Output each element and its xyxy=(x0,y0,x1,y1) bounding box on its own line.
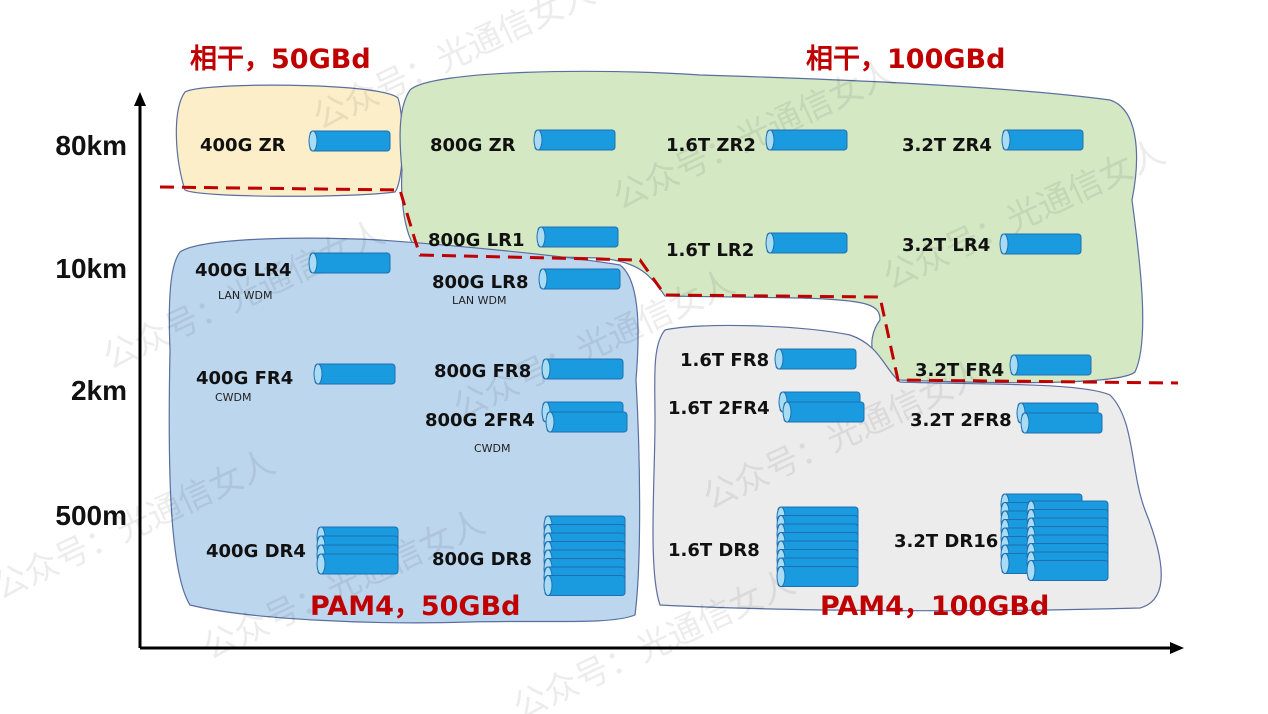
module-3-2t-2fr8: 3.2T 2FR8 xyxy=(910,402,1103,434)
fiber-cylinder-icon xyxy=(765,129,848,151)
module-sublabel: CWDM xyxy=(474,442,511,455)
module-3-2t-zr4: 3.2T ZR4 xyxy=(902,129,1084,156)
module-1-6t-dr8: 1.6T DR8 xyxy=(668,506,859,587)
fiber-cylinder-icon xyxy=(1020,412,1103,434)
module-label: 3.2T 2FR8 xyxy=(910,410,1012,431)
module-label: 1.6T LR2 xyxy=(666,240,754,261)
title-pam4-50gbd: PAM4，50GBd xyxy=(310,591,521,622)
y-tick-10km: 10km xyxy=(55,253,127,284)
y-tick-500m: 500m xyxy=(55,500,127,531)
module-800g-dr8: 800G DR8 xyxy=(432,515,626,596)
y-tick-2km: 2km xyxy=(71,375,127,406)
title-coherent-100gbd: 相干，100GBd xyxy=(806,44,1005,75)
module-400g-dr4: 400G DR4 xyxy=(206,526,399,575)
module-label: 3.2T FR4 xyxy=(915,360,1004,381)
title-coherent-50gbd: 相干，50GBd xyxy=(190,44,371,75)
module-1-6t-2fr4: 1.6T 2FR4 xyxy=(668,391,865,423)
module-sublabel: LAN WDM xyxy=(218,289,272,302)
module-label: 3.2T DR16 xyxy=(894,531,998,552)
module-sublabel: LAN WDM xyxy=(452,294,506,307)
module-label: 1.6T ZR2 xyxy=(666,135,756,156)
fiber-cylinder-icon xyxy=(543,575,626,596)
module-label: 1.6T FR8 xyxy=(680,350,769,371)
fiber-cylinder-icon xyxy=(536,226,619,248)
module-label: 800G FR8 xyxy=(434,361,531,382)
module-3-2t-fr4: 3.2T FR4 xyxy=(915,354,1092,381)
module-1-6t-zr2: 1.6T ZR2 xyxy=(666,129,848,156)
module-3-2t-dr16: 3.2T DR16 xyxy=(894,493,1109,581)
module-label: 3.2T LR4 xyxy=(902,235,990,256)
module-label: 400G ZR xyxy=(200,135,286,156)
module-label: 1.6T 2FR4 xyxy=(668,398,770,419)
module-800g-zr: 800G ZR xyxy=(430,129,616,156)
module-sublabel: CWDM xyxy=(215,391,252,404)
module-label: 800G 2FR4 xyxy=(425,410,535,431)
fiber-cylinder-icon xyxy=(313,363,396,385)
x-axis-arrow-icon xyxy=(1170,642,1184,654)
module-label: 400G FR4 xyxy=(196,368,293,389)
module-400g-zr: 400G ZR xyxy=(200,130,391,156)
fiber-cylinder-icon xyxy=(308,130,391,152)
y-tick-80km: 80km xyxy=(55,130,127,161)
fiber-cylinder-icon xyxy=(308,252,391,274)
module-label: 1.6T DR8 xyxy=(668,540,760,561)
module-label: 400G DR4 xyxy=(206,541,306,562)
y-axis-arrow-icon xyxy=(134,92,146,106)
fiber-cylinder-icon xyxy=(774,348,857,370)
module-1-6t-fr8: 1.6T FR8 xyxy=(680,348,857,371)
fiber-cylinder-icon xyxy=(316,553,399,575)
module-label: 800G DR8 xyxy=(432,549,532,570)
title-pam4-100gbd: PAM4，100GBd xyxy=(820,591,1049,622)
module-label: 400G LR4 xyxy=(195,260,291,281)
fiber-cylinder-icon xyxy=(1026,560,1109,581)
boundary-dashed-line xyxy=(159,185,1179,385)
module-label: 800G LR8 xyxy=(432,272,528,293)
fiber-cylinder-icon xyxy=(545,411,628,433)
fiber-cylinder-icon xyxy=(1009,354,1092,376)
fiber-cylinder-icon xyxy=(765,232,848,254)
module-label: 800G LR1 xyxy=(428,230,524,251)
module-800g-fr8: 800G FR8 xyxy=(434,358,624,382)
module-1-6t-lr2: 1.6T LR2 xyxy=(666,232,848,261)
module-3-2t-lr4: 3.2T LR4 xyxy=(902,233,1082,256)
region-coherent-50gbd xyxy=(175,84,404,197)
fiber-cylinder-icon xyxy=(999,233,1082,255)
region-pam4-50gbd xyxy=(168,237,641,624)
fiber-cylinder-icon xyxy=(776,566,859,587)
fiber-cylinder-icon xyxy=(533,129,616,151)
module-800g-lr1: 800G LR1 xyxy=(428,226,619,251)
module-label: 800G ZR xyxy=(430,135,516,156)
fiber-cylinder-icon xyxy=(538,268,621,290)
fiber-cylinder-icon xyxy=(541,358,624,380)
fiber-cylinder-icon xyxy=(1001,129,1084,151)
module-label: 3.2T ZR4 xyxy=(902,135,992,156)
fiber-cylinder-icon xyxy=(782,401,865,423)
